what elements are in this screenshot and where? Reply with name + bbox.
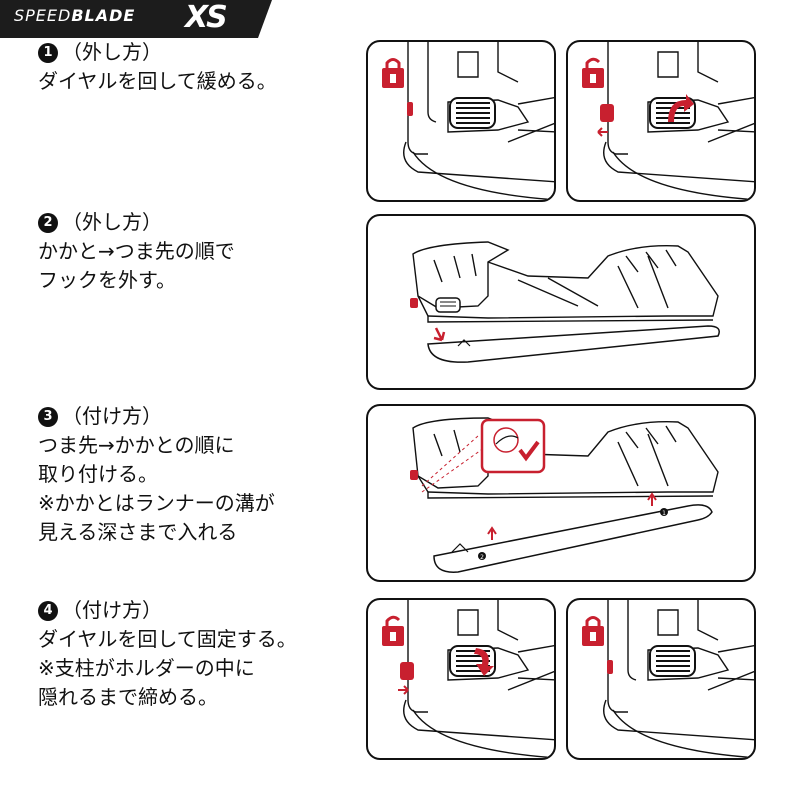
- up-arrow-icon: [487, 526, 497, 540]
- step-number-badge: 3: [38, 406, 58, 427]
- skate-closeup-illustration: [382, 600, 554, 758]
- step-line: フックを外す。: [38, 268, 176, 292]
- rotate-arrow-icon: [668, 94, 694, 122]
- step-line: 取り付ける。: [38, 462, 158, 486]
- panel-step4-tighten: [366, 598, 556, 760]
- step-2-text: 2（外し方） かかと→つま先の順で フックを外す。: [38, 208, 235, 295]
- step-line: ダイヤルを回して固定する。: [38, 627, 297, 651]
- skate-holder-illustration: 2 1: [410, 417, 719, 573]
- runner-blade-icon: [433, 504, 713, 573]
- panel-step1-unlocked: [566, 40, 756, 202]
- step-heading: （外し方）: [62, 210, 162, 234]
- runner-blade-icon: [427, 325, 720, 363]
- up-arrow-icon: [647, 492, 657, 506]
- runner-mark-2-label: 2: [480, 554, 484, 561]
- step-line: 見える深さまで入れる: [38, 520, 238, 544]
- pull-arrow-icon: [597, 127, 608, 137]
- step-number-badge: 2: [38, 212, 58, 233]
- step-line: ※かかとはランナーの溝が: [38, 491, 275, 515]
- runner-mark-2: [478, 552, 486, 560]
- skate-holder-illustration: [410, 241, 720, 363]
- zoom-inset-icon: [480, 418, 546, 474]
- panel-step4-locked: [566, 598, 756, 760]
- step-heading: （外し方）: [62, 40, 162, 64]
- step-line: ダイヤルを回して緩める。: [38, 69, 277, 93]
- release-tab-icon: [410, 298, 418, 308]
- step-line: つま先→かかとの順に: [38, 433, 235, 457]
- skate-closeup-illustration: [582, 42, 754, 200]
- skate-closeup-illustration: [582, 600, 754, 758]
- brand-model: XS: [185, 0, 228, 35]
- step-3-text: 3（付け方） つま先→かかとの順に 取り付ける。 ※かかとはランナーの溝が 見え…: [38, 402, 275, 547]
- down-arrow-icon: [433, 327, 446, 342]
- step-heading: （付け方）: [62, 598, 162, 622]
- step-line: ※支柱がホルダーの中に: [38, 656, 255, 680]
- panel-step3-install-runner: 2 1: [366, 404, 756, 582]
- release-tab-icon: [410, 470, 418, 480]
- release-tab-icon: [607, 660, 613, 674]
- runner-mark-1: [660, 508, 668, 516]
- heel-dial-icon: [435, 297, 461, 313]
- push-arrow-icon: [398, 685, 409, 695]
- brand-name: SPEEDBLADE: [14, 6, 136, 25]
- check-mark-icon: [518, 440, 540, 462]
- step-heading: （付け方）: [62, 404, 162, 428]
- lock-open-icon: [582, 57, 604, 88]
- release-tab-icon: [400, 662, 414, 680]
- step-number-badge: 1: [38, 42, 58, 63]
- runner-mark-1-label: 1: [662, 510, 666, 517]
- lock-closed-icon: [582, 616, 604, 646]
- release-tab-icon: [407, 102, 413, 116]
- step-number-badge: 4: [38, 600, 58, 621]
- brand-banner: SPEEDBLADE XS: [0, 0, 272, 38]
- panel-step1-locked: [366, 40, 556, 202]
- step-line: かかと→つま先の順で: [38, 239, 235, 263]
- step-4-text: 4（付け方） ダイヤルを回して固定する。 ※支柱がホルダーの中に 隠れるまで締め…: [38, 596, 297, 712]
- dial-icon: [649, 645, 696, 677]
- release-tab-icon: [600, 104, 614, 122]
- step-line: 隠れるまで締める。: [38, 685, 218, 709]
- dial-icon: [449, 97, 496, 129]
- lock-closed-icon: [382, 58, 404, 88]
- skate-closeup-illustration: [382, 42, 554, 200]
- rotate-arrow-icon: [474, 648, 494, 676]
- step-1-text: 1（外し方） ダイヤルを回して緩める。: [38, 38, 277, 96]
- panel-step2-remove-runner: [366, 214, 756, 390]
- lock-open-icon: [382, 615, 404, 646]
- guide-line-icon: [421, 435, 499, 493]
